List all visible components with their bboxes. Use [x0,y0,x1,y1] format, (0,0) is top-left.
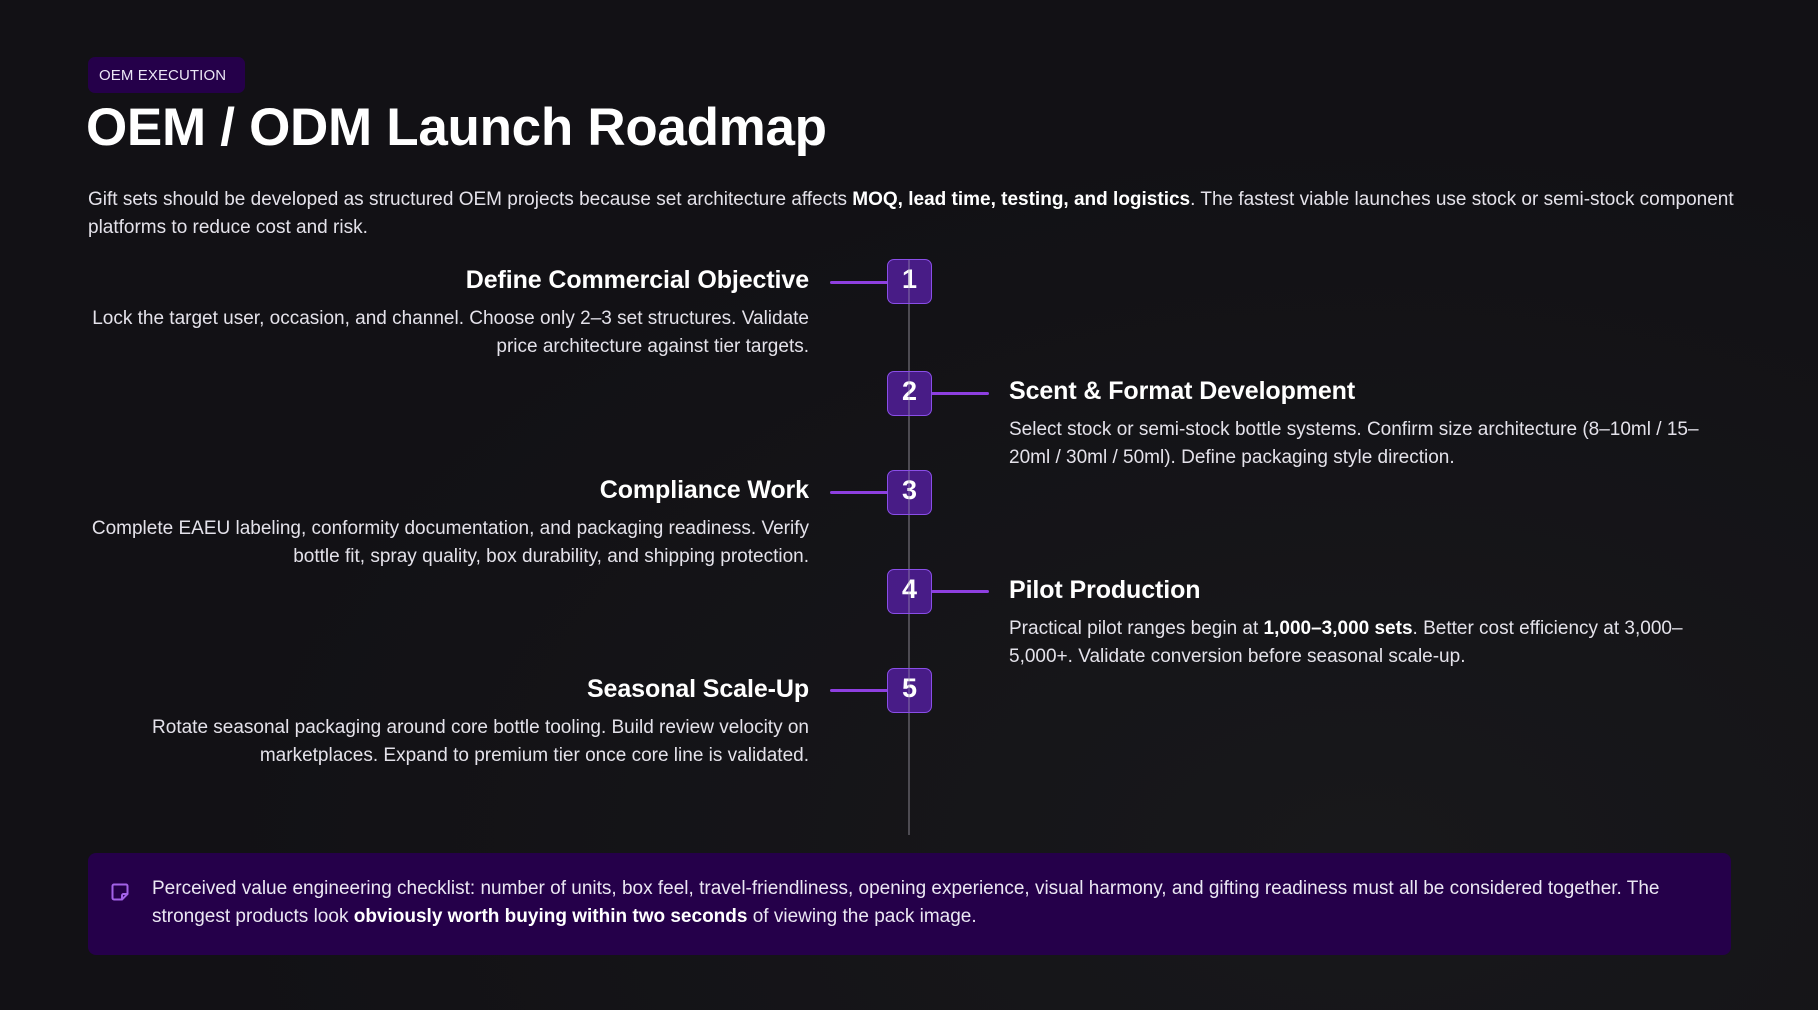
section-badge-label: OEM EXECUTION [99,66,227,84]
step-number-badge: 4 [887,569,932,614]
step-content: Scent & Format Development Select stock … [1009,375,1731,472]
step-desc-text-end: . Better cost efficiency at 3,000–5,000+… [1009,618,1683,667]
step-number-badge: 3 [887,470,932,515]
step-content: Define Commercial Objective Lock the tar… [49,264,809,361]
step-title: Pilot Production [1009,576,1201,604]
step-number-badge: 2 [887,371,932,416]
connector-line [830,281,888,284]
intro-paragraph: Gift sets should be developed as structu… [88,186,1738,242]
step-title: Define Commercial Objective [465,266,809,294]
connector-line [830,689,888,692]
step-content: Compliance Work Complete EAEU labeling, … [49,474,809,571]
step-description: Lock the target user, occasion, and chan… [49,305,809,361]
step-description: Practical pilot ranges begin at 1,000–3,… [1009,615,1731,671]
section-badge: OEM EXECUTION [88,57,246,93]
callout-text: Perceived value engineering checklist: n… [152,875,1712,931]
step-title: Seasonal Scale-Up [586,675,809,703]
step-number-badge: 5 [887,668,932,713]
step-content: Seasonal Scale-Up Rotate seasonal packag… [49,673,809,770]
step-content: Pilot Production Practical pilot ranges … [1009,574,1731,671]
step-title: Scent & Format Development [1009,377,1356,405]
sticky-note-icon [111,883,129,901]
callout-emphasis: obviously worth buying within two second… [353,906,748,927]
step-description: Rotate seasonal packaging around core bo… [49,714,809,770]
connector-line [830,491,888,494]
step-desc-text: Practical pilot ranges begin at [1009,618,1264,639]
connector-line [931,392,989,395]
connector-line [931,590,989,593]
step-title: Compliance Work [599,476,809,504]
callout-text-start: Perceived value engineering checklist: n… [152,878,1660,927]
step-number-badge: 1 [887,259,932,304]
step-desc-emphasis: 1,000–3,000 sets [1263,618,1413,639]
page-title: OEM / ODM Launch Roadmap [86,98,827,157]
step-description: Select stock or semi-stock bottle system… [1009,416,1731,472]
step-description: Complete EAEU labeling, conformity docum… [49,515,809,571]
step-desc-text: Rotate seasonal packaging around core bo… [152,717,809,766]
callout-text-end: of viewing the pack image. [747,906,977,927]
step-desc-text: Complete EAEU labeling, conformity docum… [91,518,809,567]
checklist-callout: Perceived value engineering checklist: n… [88,853,1731,955]
intro-emphasis: MOQ, lead time, testing, and logistics [852,189,1191,210]
timeline-line [908,259,910,835]
step-desc-text: Select stock or semi-stock bottle system… [1009,419,1699,468]
intro-text-end: . The fastest viable launches use stock … [88,189,1734,238]
step-desc-text: Lock the target user, occasion, and chan… [92,308,809,357]
intro-text: Gift sets should be developed as structu… [88,189,853,210]
